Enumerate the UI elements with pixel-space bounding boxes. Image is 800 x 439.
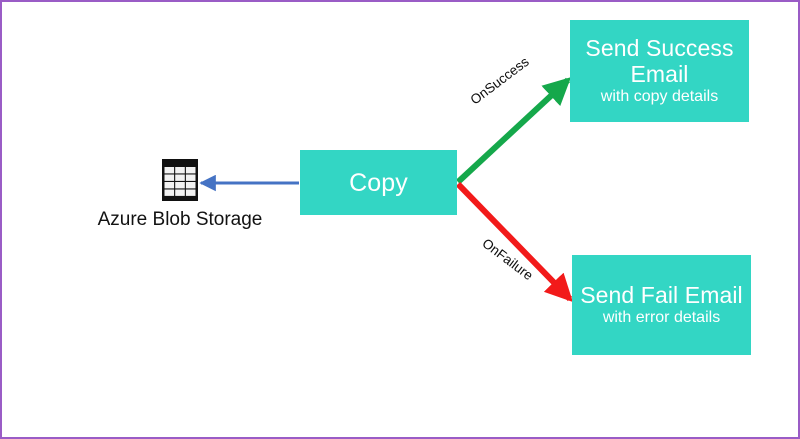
send-success-email-subtitle: with copy details [600, 88, 719, 106]
send-fail-email-title: Send Fail Email [580, 281, 743, 308]
send-success-email-node[interactable]: Send Success Email with copy details [570, 20, 749, 122]
send-success-email-title: Send Success Email [585, 34, 734, 87]
copy-activity-title: Copy [349, 168, 408, 197]
table-icon [162, 159, 198, 201]
azure-blob-storage-node[interactable]: Azure Blob Storage [90, 158, 270, 231]
copy-activity-node[interactable]: Copy [300, 150, 457, 215]
edge-copy-to-fail [455, 181, 573, 302]
azure-blob-storage-label: Azure Blob Storage [97, 209, 263, 230]
edge-copy-to-success [455, 77, 572, 185]
send-fail-email-subtitle: with error details [602, 309, 721, 327]
send-fail-email-node[interactable]: Send Fail Email with error details [572, 255, 751, 355]
